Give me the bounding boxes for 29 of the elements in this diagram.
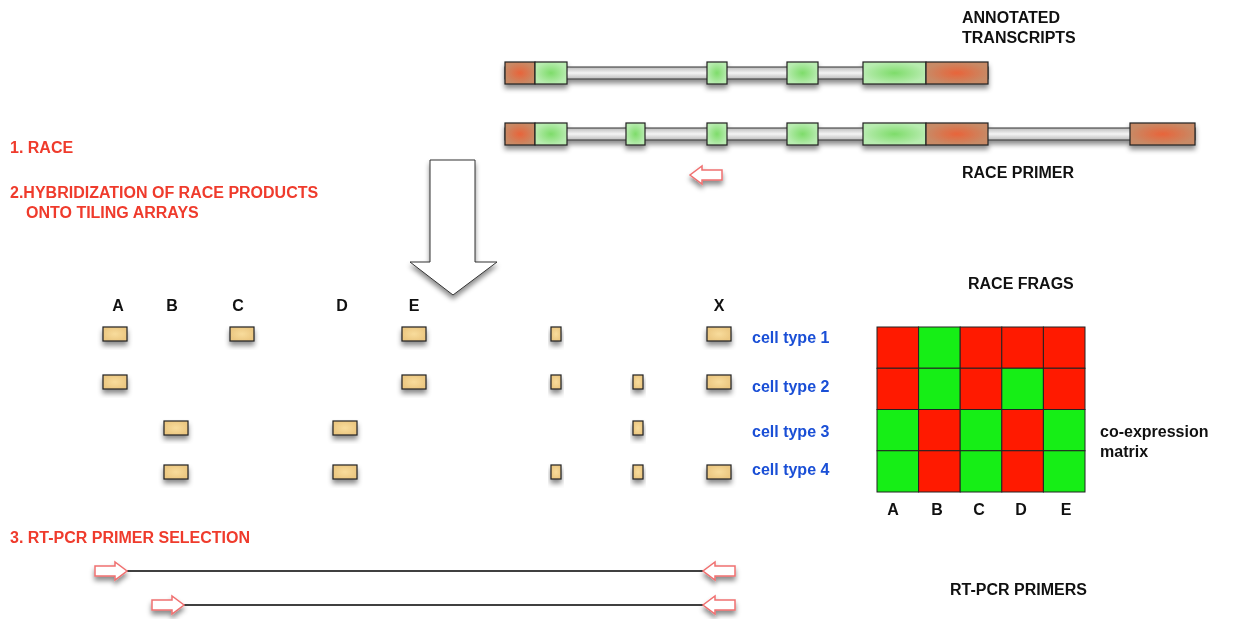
step-heading: 3. RT-PCR PRIMER SELECTION xyxy=(10,528,252,548)
column-label: A xyxy=(886,500,900,520)
column-label: C xyxy=(231,296,245,316)
row-label: cell type 1 xyxy=(752,328,831,348)
primer-arrow xyxy=(152,596,184,614)
column-label: D xyxy=(1014,500,1028,520)
step-heading: 1. RACE xyxy=(10,138,75,158)
primer-arrow xyxy=(703,596,735,614)
row-label: cell type 3 xyxy=(752,422,831,442)
heading: RACE FRAGS xyxy=(968,274,1075,294)
primer-arrow xyxy=(703,562,735,580)
connector-line xyxy=(126,570,704,572)
heading: RT-PCR PRIMERS xyxy=(950,580,1088,600)
column-label: E xyxy=(1059,500,1073,520)
column-label: D xyxy=(335,296,349,316)
column-label: C xyxy=(972,500,986,520)
primer-arrow xyxy=(95,562,127,580)
column-label: E xyxy=(407,296,421,316)
matrix-caption: co-expression matrix xyxy=(1100,422,1210,462)
row-label: cell type 2 xyxy=(752,377,831,397)
column-label: A xyxy=(111,296,125,316)
row-label: cell type 4 xyxy=(752,460,831,480)
heading: RACE PRIMER xyxy=(962,163,1075,183)
heading: ANNOTATED TRANSCRIPTS xyxy=(962,8,1077,48)
step-heading: 2.HYBRIDIZATION OF RACE PRODUCTS ONTO TILING ARRAYS xyxy=(10,183,320,223)
column-label: B xyxy=(930,500,944,520)
column-label: B xyxy=(165,296,179,316)
connector-line xyxy=(183,604,704,606)
column-label: X xyxy=(712,296,726,316)
